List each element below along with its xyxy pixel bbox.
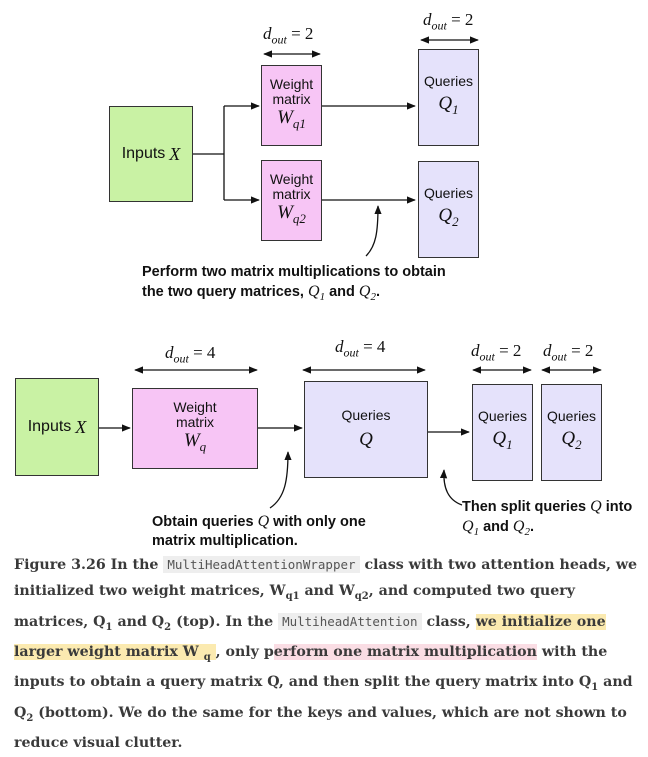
pointer-bottom-left-note [269,451,292,509]
diagram-connectors [99,36,602,509]
dim-label-bottom-q2: dout = 2 [543,341,594,364]
dim-label-bottom-weight: dout = 4 [165,343,216,366]
pointer-bottom-right-note [439,469,463,506]
pointer-top-note [365,205,382,257]
queries-q1-box-top: Queries Q1 [418,49,479,146]
inputs-x-box-bottom: Inputs X [15,378,99,476]
figure-caption: Figure 3.26 In the MultiHeadAttentionWra… [14,556,638,752]
top-annotation: Perform two matrix multiplications to ob… [142,264,446,304]
bottom-left-annotation: Obtain queries Q with only one matrix mu… [152,513,366,549]
queries-q2-box-bottom: Queries Q2 [541,384,602,481]
weight-matrix-wq1-box: Weight matrix Wq1 [261,65,322,146]
dim-label-bottom-q1: dout = 2 [471,341,522,364]
weight-matrix-wq-box: Weight matrix Wq [132,388,258,469]
queries-q1-box-bottom: Queries Q1 [472,384,533,481]
dim-label-top-queries: dout = 2 [423,10,474,33]
queries-q2-box-top: Queries Q2 [418,161,479,258]
dim-label-bottom-queries: dout = 4 [335,337,386,360]
code-multiheadattentionwrapper: MultiHeadAttentionWrapper [163,556,360,573]
inputs-x-box-top: Inputs X [109,106,193,202]
code-multiheadattention: MultiheadAttention [278,612,422,630]
highlight-pink: erform one matrix multiplication [273,644,537,661]
dim-label-top-weight: dout = 2 [263,24,314,47]
queries-q-box: Queries Q [304,381,428,478]
weight-matrix-wq2-box: Weight matrix Wq2 [261,160,322,241]
bottom-right-annotation: Then split queries Q into Q1 and Q2. [462,498,633,539]
